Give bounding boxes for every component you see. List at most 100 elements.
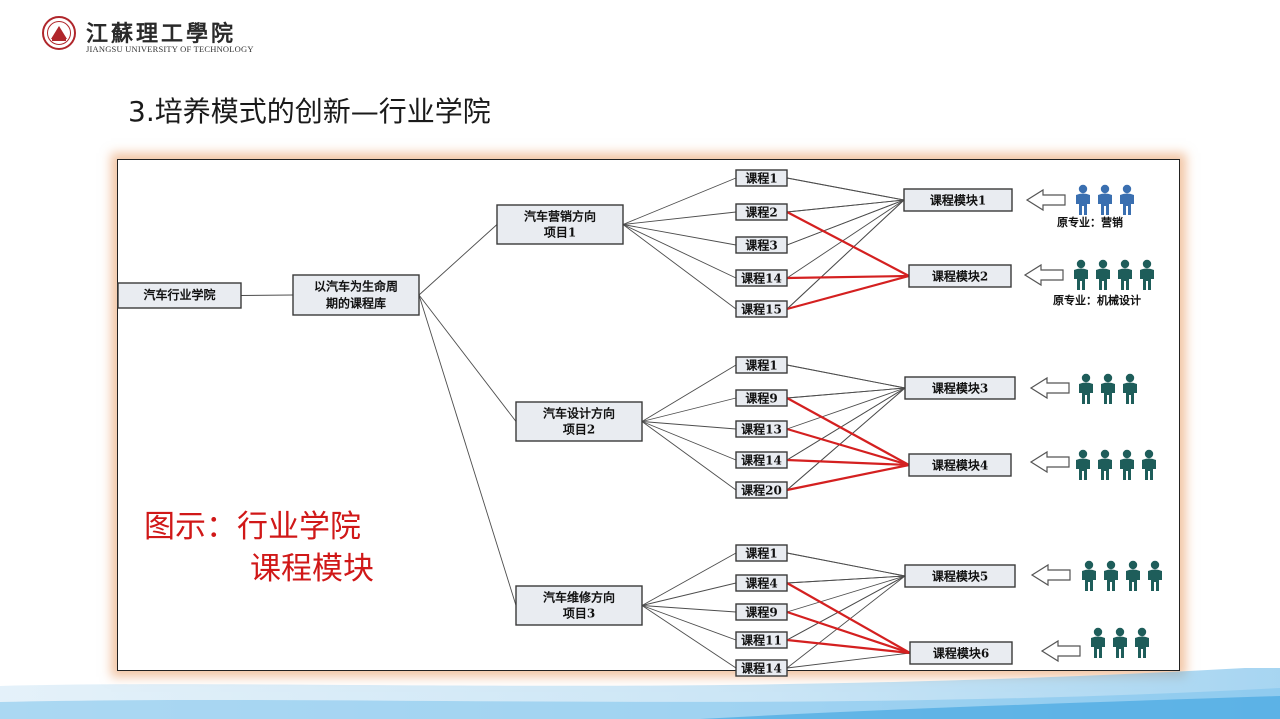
person-icon	[1074, 259, 1088, 290]
bottom-decor-band	[0, 668, 1280, 719]
link-library-direction	[418, 294, 517, 606]
module-node-label: 课程模块1	[930, 193, 986, 208]
diagram-caption: 图示：行业学院 课程模块	[144, 506, 374, 590]
link-direction-course	[641, 421, 737, 430]
left-arrow-icon	[1040, 639, 1081, 663]
link-course-module	[786, 199, 905, 310]
link-course-module	[786, 575, 906, 641]
link-direction-course	[622, 224, 737, 279]
direction-node	[515, 585, 643, 626]
link-course-module	[786, 387, 906, 491]
person-icon	[1082, 560, 1096, 591]
library-node	[292, 274, 420, 316]
module-node	[909, 641, 1013, 665]
person-icon	[1096, 259, 1110, 290]
link-course-module-highlight	[786, 274, 910, 311]
link-direction-course	[622, 211, 737, 225]
slide-title: 3.培养模式的创新—行业学院	[128, 95, 491, 128]
person-icon	[1098, 449, 1112, 480]
diagram-nodes: 汽车行业学院以汽车为生命周期的课程库汽车营销方向项目1汽车设计方向项目2汽车维修…	[117, 169, 1016, 677]
logo-english-name: JIANGSU UNIVERSITY OF TECHNOLOGY	[86, 44, 254, 54]
caption-line-1: 图示：行业学院	[144, 509, 361, 545]
link-course-module	[786, 652, 911, 669]
link-library-direction	[418, 294, 517, 422]
link-course-module	[786, 575, 906, 669]
university-seal-icon	[42, 16, 76, 50]
link-direction-course	[641, 397, 737, 422]
university-logo: 江蘇理工學院 JIANGSU UNIVERSITY OF TECHNOLOGY	[42, 14, 282, 56]
direction-node-project: 项目1	[544, 226, 576, 240]
link-direction-course	[641, 421, 737, 461]
person-icon	[1148, 560, 1162, 591]
link-course-module-highlight	[786, 610, 911, 655]
library-node-label-1: 以汽车为生命周	[314, 279, 398, 294]
link-course-module	[786, 177, 905, 201]
link-course-module	[786, 199, 905, 279]
link-course-module	[786, 364, 906, 389]
link-course-module	[786, 552, 906, 577]
person-icon	[1120, 184, 1134, 215]
link-direction-course	[641, 605, 737, 641]
course-node	[735, 269, 788, 287]
link-course-module	[786, 575, 906, 584]
link-direction-course	[641, 605, 737, 669]
direction-node-label: 汽车营销方向	[524, 209, 596, 224]
course-node	[735, 574, 788, 592]
person-icon	[1126, 560, 1140, 591]
direction-node-project: 项目2	[563, 423, 595, 437]
link-course-module	[786, 199, 905, 246]
direction-node	[496, 204, 624, 245]
module-node-label: 课程模块2	[932, 269, 988, 284]
module-node	[903, 188, 1013, 212]
link-direction-course	[641, 582, 737, 606]
person-icon	[1120, 449, 1134, 480]
module-node	[908, 264, 1012, 288]
course-node-label: 课程20	[741, 483, 782, 498]
course-node-label: 课程13	[741, 422, 782, 437]
course-node-label: 课程14	[741, 453, 782, 468]
course-node	[735, 356, 788, 374]
person-icon	[1098, 184, 1112, 215]
link-course-module-highlight	[786, 463, 910, 492]
course-node-label: 课程14	[741, 271, 782, 286]
course-node	[735, 481, 788, 499]
direction-node	[515, 401, 643, 442]
link-direction-course	[622, 177, 737, 225]
person-icon	[1091, 627, 1105, 658]
direction-node-label: 汽车维修方向	[543, 590, 615, 605]
link-direction-course	[641, 605, 737, 613]
people-label-marketing: 原专业：营销	[1057, 215, 1123, 229]
course-node	[735, 631, 788, 649]
link-direction-course	[641, 421, 737, 491]
person-icon	[1076, 184, 1090, 215]
course-node	[735, 544, 788, 562]
link-course-module	[786, 387, 906, 430]
course-node-label: 课程15	[741, 302, 782, 317]
course-node-label: 课程2	[745, 205, 777, 220]
course-node-label: 课程14	[741, 661, 782, 676]
course-node-label: 课程3	[745, 238, 777, 253]
module-node-label: 课程模块5	[932, 569, 988, 584]
person-icon	[1076, 449, 1090, 480]
person-icon	[1118, 259, 1132, 290]
left-arrow-icon	[1030, 563, 1071, 587]
link-course-module-highlight	[786, 397, 910, 466]
course-node	[735, 236, 788, 254]
course-node-label: 课程9	[745, 391, 777, 406]
link-course-module-highlight	[786, 582, 911, 654]
course-node	[735, 451, 788, 469]
logo-chinese-name: 江蘇理工學院	[86, 21, 237, 47]
course-node-label: 课程11	[741, 633, 782, 648]
link-direction-course	[622, 224, 737, 246]
course-node	[735, 420, 788, 438]
diagram-links	[240, 177, 911, 669]
direction-node-project: 项目3	[563, 607, 595, 621]
module-node-label: 课程模块3	[932, 381, 988, 396]
course-node	[735, 389, 788, 407]
link-course-module-highlight	[786, 638, 911, 655]
library-node-label-2: 期的课程库	[326, 296, 386, 311]
link-direction-course	[641, 552, 737, 606]
link-library-direction	[418, 224, 498, 296]
person-icon	[1142, 449, 1156, 480]
